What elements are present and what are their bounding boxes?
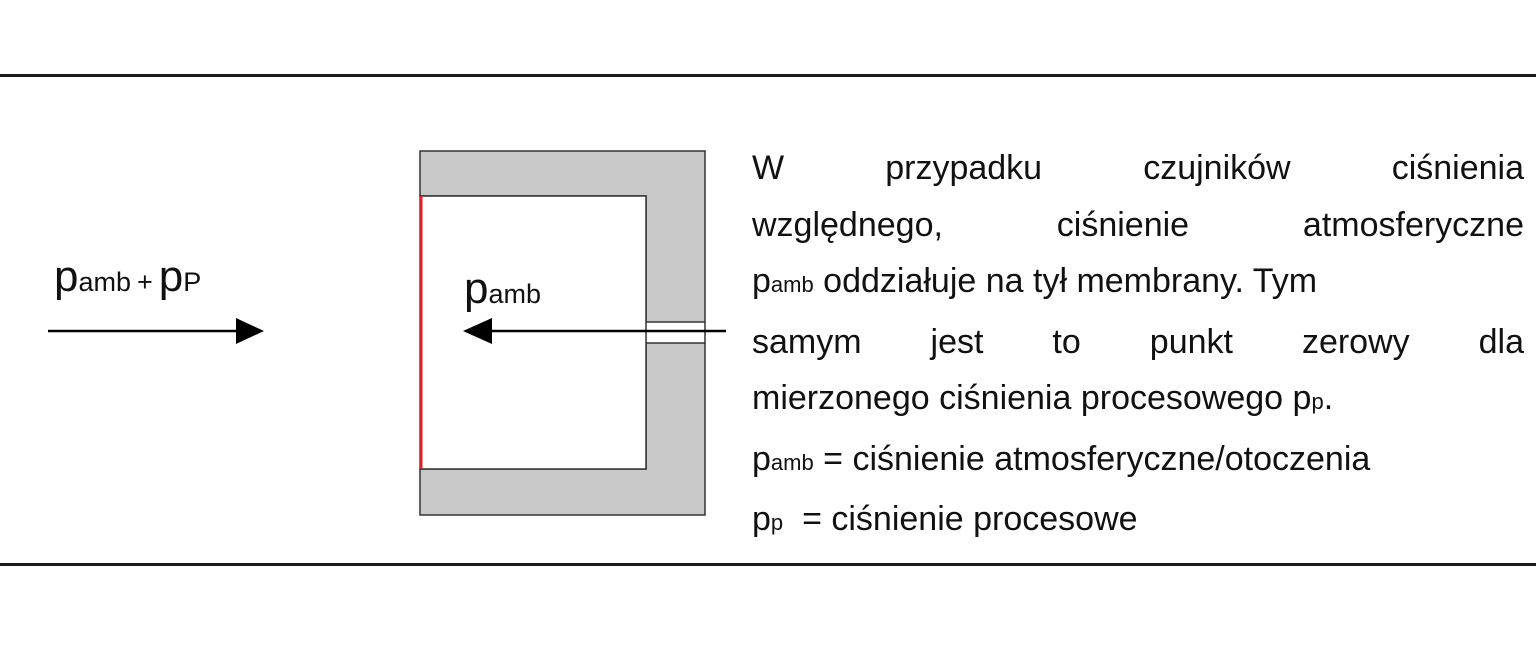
line6-rest: = ciśnienie atmosferyczne/otoczenia xyxy=(813,439,1371,478)
text-line-5: mierzonego ciśnienia procesowego pp. xyxy=(752,370,1524,431)
line5-sub: p xyxy=(1311,389,1324,414)
line6-sub: amb xyxy=(770,449,814,475)
text-line-2: względnego, ciśnienie atmosferyczne xyxy=(752,205,1524,244)
line7-p: p xyxy=(752,500,771,538)
line3-p: p xyxy=(752,262,771,300)
line6-p: p xyxy=(752,439,771,478)
label-sub-p: P xyxy=(183,267,202,297)
line5-end: . xyxy=(1323,379,1334,417)
label-sub-amb: amb xyxy=(78,267,132,297)
line3-rest: oddziałuje na tył membrany. Tym xyxy=(813,262,1318,300)
text-line-7: pp = ciśnienie procesowe xyxy=(752,491,1524,552)
bottom-rule xyxy=(0,563,1536,566)
label-inner-p: p xyxy=(464,264,489,313)
label-plus: + xyxy=(137,267,153,297)
ambient-pressure-arrowhead xyxy=(463,318,492,344)
description-text: W przypadku czujników ciśnienia względne… xyxy=(752,140,1524,552)
sensor-svg xyxy=(48,150,726,516)
process-pressure-label: pamb+pP xyxy=(54,252,201,302)
line7-sub: p xyxy=(770,510,784,535)
text-line-1: W przypadku czujników ciśnienia xyxy=(752,149,1524,187)
label-p2: p xyxy=(158,252,184,301)
line7-rest: = ciśnienie procesowe xyxy=(783,500,1138,538)
line3-sub: amb xyxy=(770,272,814,297)
text-line-4: samym jest to punkt zerowy dla xyxy=(752,322,1524,361)
label-p: p xyxy=(54,252,79,301)
sensor-diagram: pamb+pP pamb xyxy=(0,0,740,640)
text-line-6: pamb = ciśnienie atmosferyczne/otoczenia xyxy=(752,431,1524,492)
process-pressure-arrowhead xyxy=(236,318,264,344)
ambient-pressure-label: pamb xyxy=(464,264,541,314)
text-line-3: pamb oddziałuje na tył membrany. Tym xyxy=(752,253,1524,314)
sensor-chamber xyxy=(419,195,647,470)
top-rule xyxy=(0,74,1536,77)
line5-main: mierzonego ciśnienia procesowego p xyxy=(752,379,1312,417)
label-inner-sub: amb xyxy=(488,279,542,309)
